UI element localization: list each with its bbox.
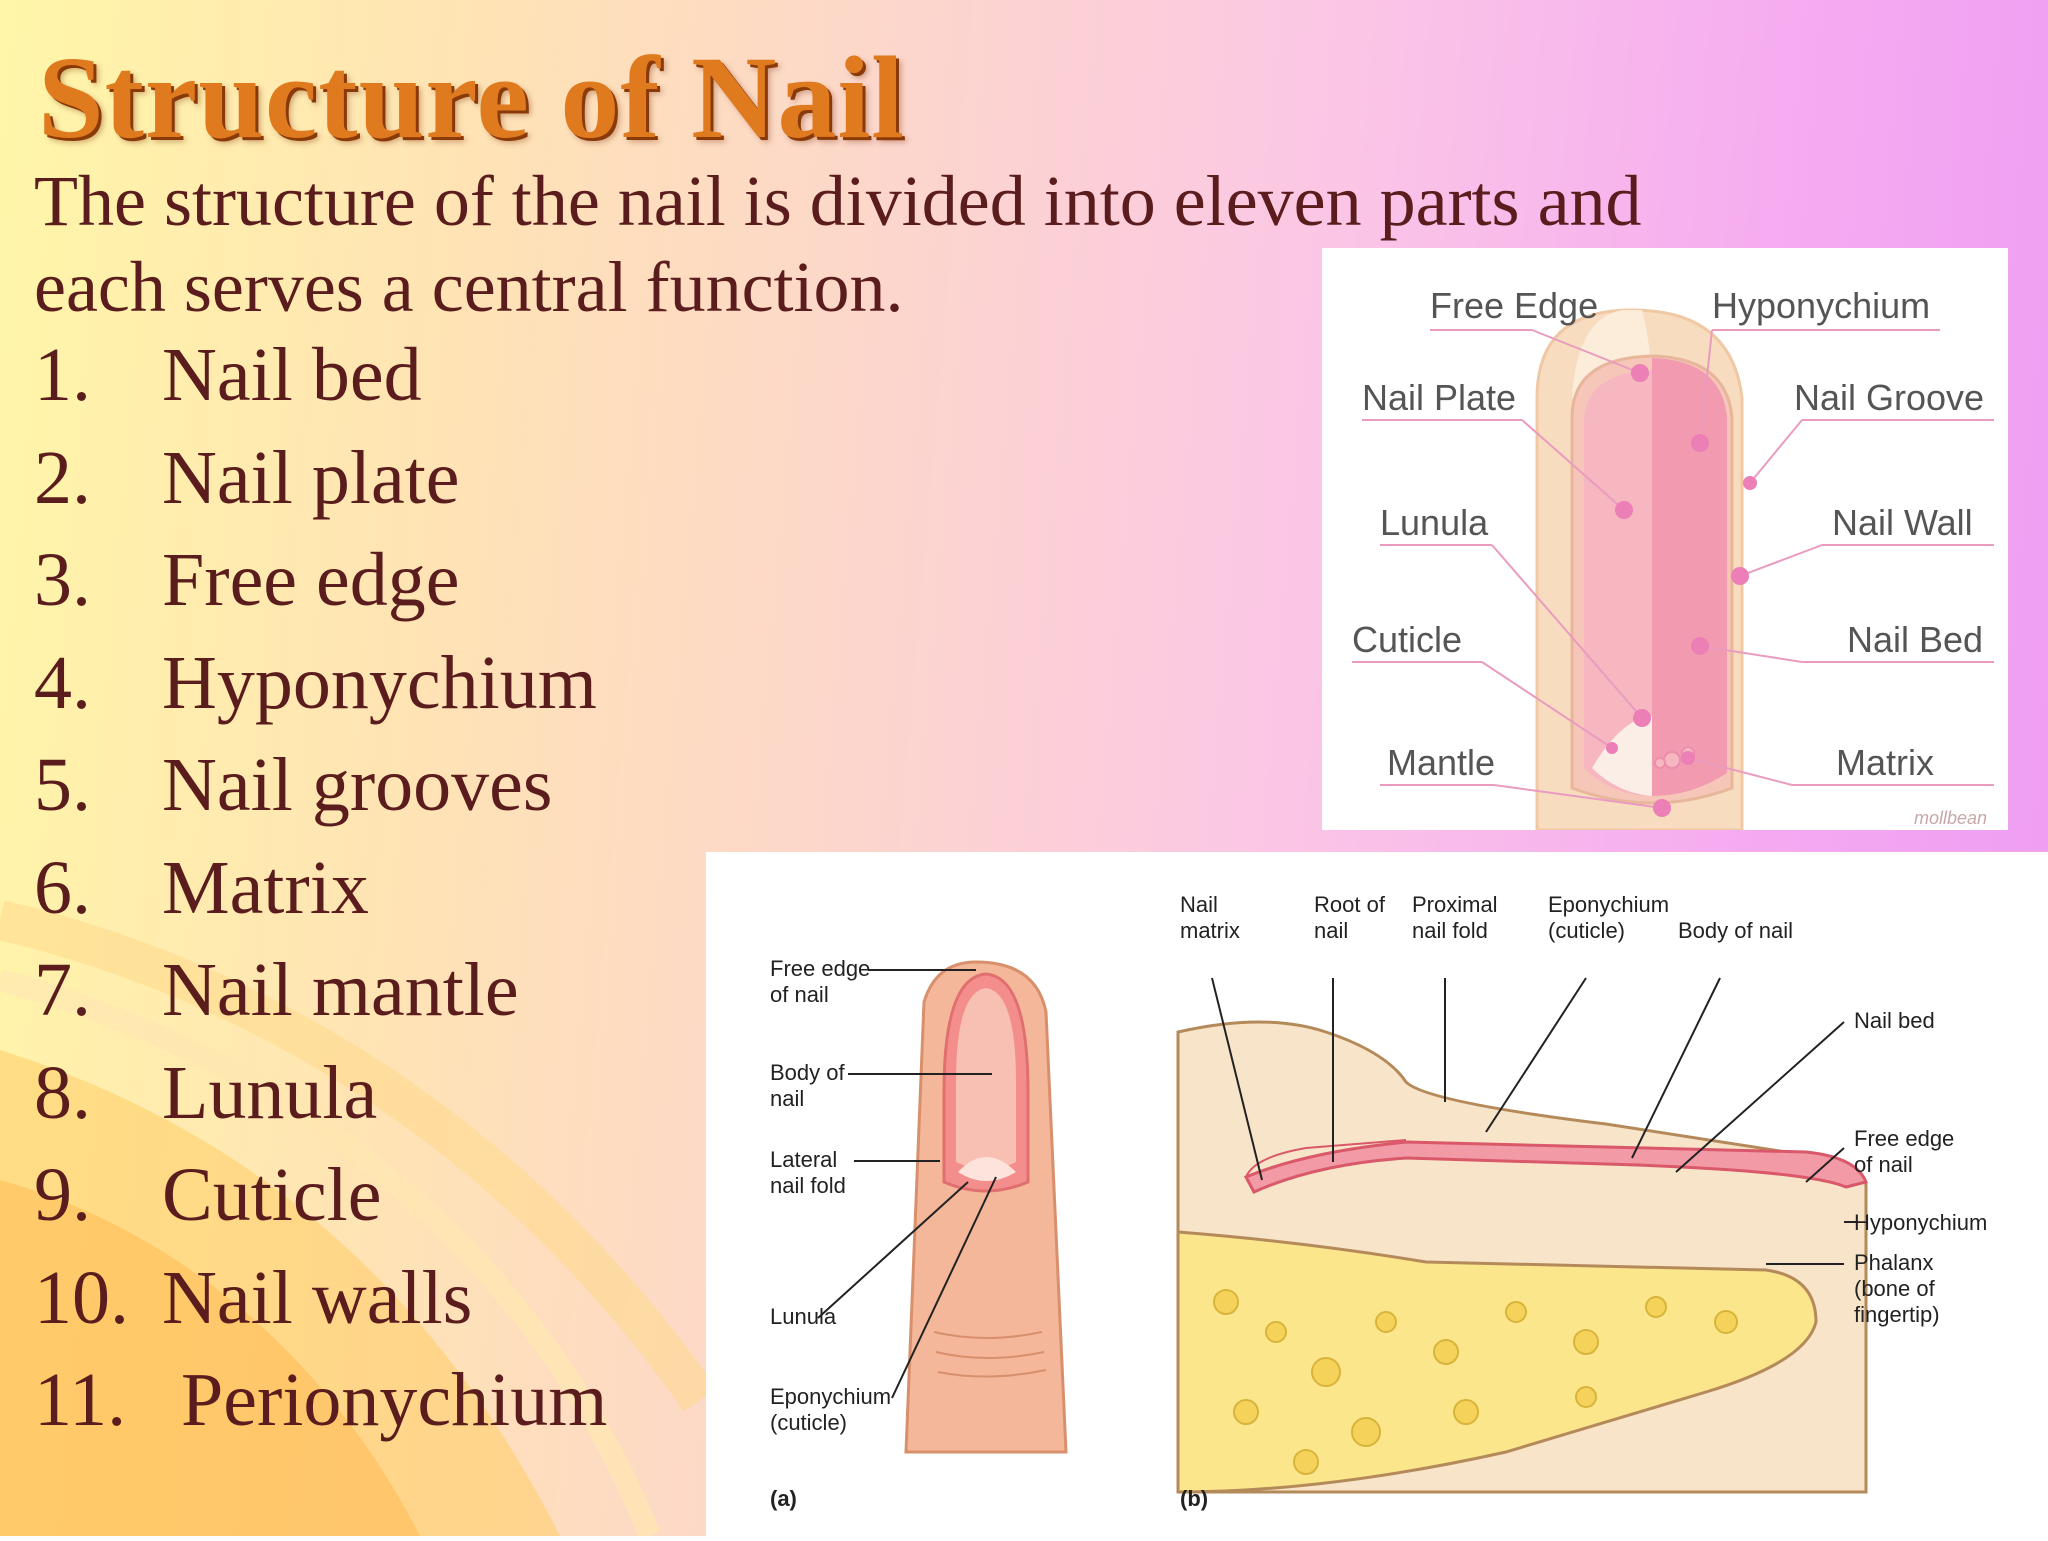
list-item-number: 5. (34, 743, 91, 827)
list-item-label: Free edge (162, 538, 460, 622)
label-b-proximal-1: Proximal (1412, 892, 1498, 917)
list-item-number: 2. (34, 435, 91, 520)
list-item: 4. Hyponychium (34, 632, 607, 735)
slide-title: Structure of Nail (38, 32, 905, 163)
list-item: 7. Nail mantle (34, 939, 607, 1042)
nail-parts-list: 1. Nail bed 2. Nail plate 3. Free edge 4. Hy… (34, 324, 607, 1452)
label-a-free-edge-2: of nail (770, 982, 829, 1007)
nail-diagram-top: Free Edge Hyponychium Nail Plate Nail Gr… (1322, 248, 2008, 832)
list-item-number: 8. (34, 1050, 91, 1135)
list-item-label: Perionychium (162, 1358, 608, 1442)
list-item-label: Lunula (162, 1050, 378, 1135)
list-item: 9. Cuticle (34, 1144, 607, 1247)
list-item-number: 3. (34, 538, 91, 622)
label-lunula: Lunula (1380, 502, 1489, 543)
list-item-label: Nail grooves (162, 743, 553, 827)
label-nail-wall: Nail Wall (1832, 502, 1973, 543)
list-item-number: 10. (34, 1255, 129, 1340)
label-a-lateral-2: nail fold (770, 1173, 846, 1198)
label-a-eponychium-2: (cuticle) (770, 1410, 847, 1435)
intro-line-1: The structure of the nail is divided int… (34, 161, 1642, 241)
nail-anatomy-illustration: Free edge of nail Body of nail Lateral n… (770, 892, 1987, 1511)
label-a-free-edge-1: Free edge (770, 956, 870, 981)
label-b-root-1: Root of (1314, 892, 1386, 917)
label-a-body-1: Body of (770, 1060, 845, 1085)
label-b-proximal-2: nail fold (1412, 918, 1488, 943)
nail-diagram-top-illustration: Free Edge Hyponychium Nail Plate Nail Gr… (1352, 285, 1994, 832)
label-free-edge: Free Edge (1430, 285, 1598, 326)
panel-b-tag: (b) (1180, 1486, 1208, 1511)
list-item-number: 7. (34, 948, 91, 1032)
list-item-number: 1. (34, 333, 91, 417)
label-cuticle: Cuticle (1352, 619, 1462, 660)
label-b-eponychium-2: (cuticle) (1548, 918, 1625, 943)
list-item-number: 9. (34, 1153, 91, 1237)
label-a-lateral-1: Lateral (770, 1147, 837, 1172)
list-item-label: Cuticle (162, 1153, 382, 1237)
label-b-phalanx-2: (bone of (1854, 1276, 1936, 1301)
label-b-hyponychium: Hyponychium (1854, 1210, 1987, 1235)
label-hyponychium: Hyponychium (1712, 285, 1930, 326)
list-item: 11. Perionychium (34, 1349, 607, 1452)
list-item-number: 11. (34, 1358, 127, 1442)
list-item-label: Matrix (162, 845, 369, 930)
list-item: 5. Nail grooves (34, 734, 607, 837)
label-b-nail-bed: Nail bed (1854, 1008, 1935, 1033)
label-b-phalanx-3: fingertip) (1854, 1302, 1940, 1327)
label-nail-groove: Nail Groove (1794, 377, 1984, 418)
label-b-matrix-2: matrix (1180, 918, 1240, 943)
label-a-body-2: nail (770, 1086, 804, 1111)
list-item: 2. Nail plate (34, 427, 607, 530)
label-matrix: Matrix (1836, 742, 1934, 783)
label-b-eponychium-1: Eponychium (1548, 892, 1669, 917)
label-b-root-2: nail (1314, 918, 1348, 943)
panel-b-cross-section (1176, 1020, 1869, 1494)
panel-a-finger (904, 960, 1068, 1454)
list-item: 1. Nail bed (34, 324, 607, 427)
list-item-label: Nail bed (162, 333, 422, 417)
label-nail-plate: Nail Plate (1362, 377, 1516, 418)
intro-text: The structure of the nail is divided int… (34, 158, 1994, 330)
label-b-body: Body of nail (1678, 918, 1793, 943)
list-item-number: 6. (34, 845, 91, 930)
list-item: 8. Lunula (34, 1042, 607, 1145)
label-mantle: Mantle (1387, 742, 1495, 783)
intro-line-2: each serves a central function. (34, 247, 904, 327)
illustrator-signature: mollbean (1914, 808, 1987, 828)
panel-a-tag: (a) (770, 1486, 797, 1511)
label-b-free-edge-1: Free edge (1854, 1126, 1954, 1151)
nail-anatomy-diagram: Free edge of nail Body of nail Lateral n… (706, 852, 2048, 1536)
list-item: 3. Free edge (34, 529, 607, 632)
list-item: 10. Nail walls (34, 1247, 607, 1350)
label-b-matrix-1: Nail (1180, 892, 1218, 917)
list-item-label: Nail mantle (162, 948, 519, 1032)
list-item-label: Nail walls (162, 1255, 473, 1340)
list-item: 6. Matrix (34, 837, 607, 940)
list-item-label: Hyponychium (162, 640, 597, 725)
label-b-phalanx-1: Phalanx (1854, 1250, 1934, 1275)
label-b-free-edge-2: of nail (1854, 1152, 1913, 1177)
label-a-lunula: Lunula (770, 1304, 837, 1329)
label-nail-bed: Nail Bed (1847, 619, 1983, 660)
list-item-label: Nail plate (162, 435, 460, 520)
label-a-eponychium-1: Eponychium (770, 1384, 891, 1409)
list-item-number: 4. (34, 640, 91, 725)
